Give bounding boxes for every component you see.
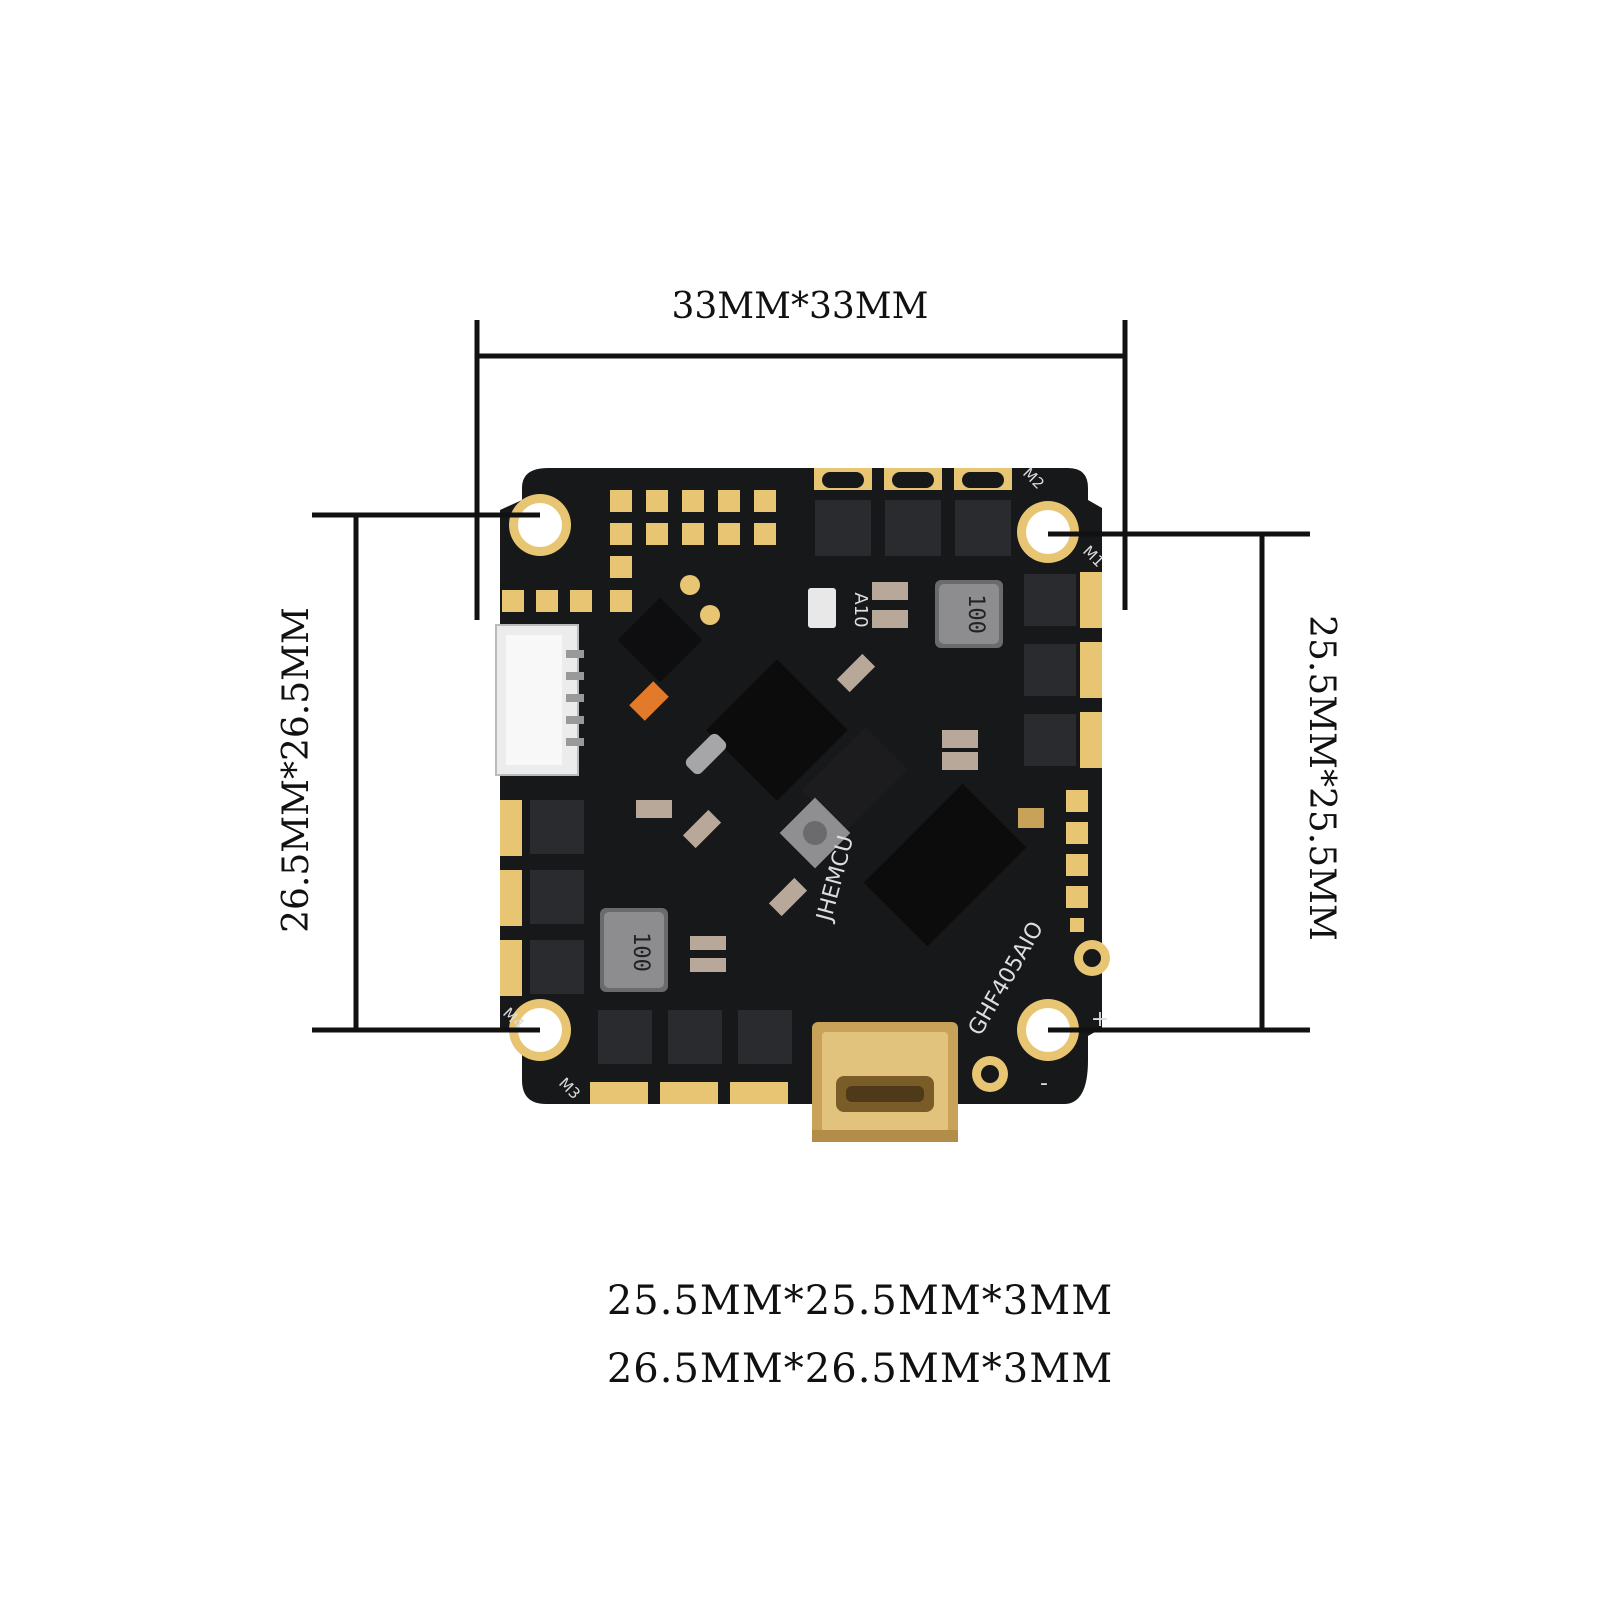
- dim-label-overall: 33MM*33MM: [671, 286, 928, 327]
- flight-controller-board: 100 100: [495, 464, 1110, 1142]
- spec-line-2: 26.5MM*26.5MM*3MM: [606, 1346, 1114, 1392]
- silkscreen-minus: -: [1040, 1071, 1048, 1096]
- capacitors: [636, 582, 1044, 972]
- spec-line-1: 25.5MM*25.5MM*3MM: [606, 1278, 1114, 1324]
- inductor-label-top: 100: [963, 594, 988, 634]
- power-pad-plus: [1074, 940, 1110, 976]
- pcb-outline: [500, 468, 1102, 1104]
- jst-connector: [495, 624, 584, 776]
- silkscreen-chip-marking: A10: [850, 592, 871, 627]
- power-pad-minus: [972, 1056, 1008, 1092]
- boot-button: [779, 797, 851, 869]
- inductor-top-right: 100: [935, 580, 1003, 648]
- solder-pad-grid-top-left: [502, 490, 776, 625]
- mcu-chip: [706, 659, 848, 801]
- driver-chip: [801, 726, 909, 834]
- motor-pads-right: [1024, 572, 1102, 768]
- dimension-lines: [312, 320, 1310, 1033]
- crystal: [685, 733, 727, 775]
- inductor-label-bottom: 100: [628, 932, 653, 972]
- gyro-chip: [617, 597, 703, 683]
- solder-pad-column-right: [1066, 790, 1088, 932]
- dim-label-right: 25.5MM*25.5MM: [1301, 615, 1342, 941]
- dim-label-left: 26.5MM*26.5MM: [276, 607, 317, 933]
- usb-connector: [812, 1022, 958, 1142]
- barometer: [808, 588, 836, 628]
- motor-pads-top: [814, 468, 1012, 556]
- osd-chip: [863, 783, 1027, 947]
- silkscreen-plus: +: [1091, 1007, 1109, 1032]
- mounting-hole-top-left: [509, 494, 571, 556]
- motor-pads-bottom: [590, 1010, 792, 1104]
- status-led: [629, 681, 669, 721]
- motor-pads-left: [500, 800, 584, 996]
- inductor-bottom-left: 100: [600, 908, 668, 992]
